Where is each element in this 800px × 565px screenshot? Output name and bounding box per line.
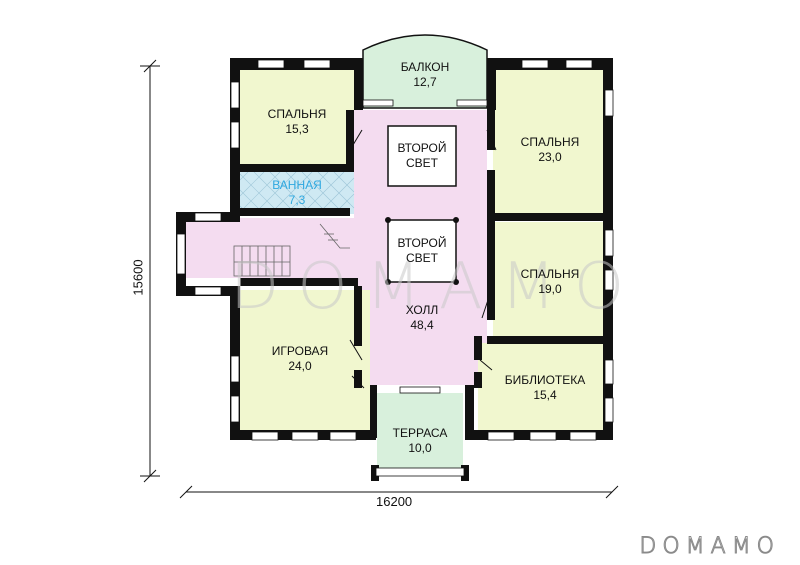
door-swings (330, 129, 540, 389)
room-bedroom-right-mid-area: 19,0 (538, 282, 562, 296)
dimension-width-label: 16200 (376, 494, 413, 509)
room-terrace-name: ТЕРРАСА (392, 426, 448, 440)
second-light-openings (385, 125, 459, 285)
staircase (233, 223, 350, 277)
room-balcony-name: БАЛКОН (400, 60, 450, 74)
room-balcony-area: 12,7 (413, 75, 437, 89)
room-bathroom-name: ВАННАЯ (272, 178, 322, 192)
room-second-light-top: ВТОРОЙ СВЕТ (390, 141, 454, 171)
room-bedroom-right-top-area: 23,0 (538, 150, 562, 164)
bathroom-tiles (239, 171, 355, 215)
room-second-light-mid-line2: СВЕТ (405, 251, 438, 265)
room-bedroom-left-name: СПАЛЬНЯ (267, 107, 327, 121)
room-bedroom-right-top-name: СПАЛЬНЯ (520, 135, 580, 149)
room-bedroom-right-top: СПАЛЬНЯ 23,0 (500, 135, 600, 165)
room-playroom: ИГРОВАЯ 24,0 (250, 344, 350, 374)
room-hall: ХОЛЛ 48,4 (390, 303, 454, 333)
room-hall-name: ХОЛЛ (405, 303, 439, 317)
room-second-light-top-line2: СВЕТ (405, 156, 438, 170)
room-playroom-name: ИГРОВАЯ (271, 344, 329, 358)
room-balcony: БАЛКОН 12,7 (383, 60, 467, 90)
room-second-light-top-line1: ВТОРОЙ (397, 141, 447, 155)
room-bathroom: ВАННАЯ 7,3 (250, 178, 344, 208)
dimension-lines (140, 59, 619, 499)
room-bathroom-area: 7,3 (288, 193, 306, 207)
room-hall-area: 48,4 (410, 318, 434, 332)
room-bedroom-left: СПАЛЬНЯ 15,3 (250, 107, 344, 137)
room-playroom-area: 24,0 (288, 359, 312, 373)
dimension-height-label: 15600 (130, 259, 146, 296)
room-second-light-mid-line1: ВТОРОЙ (397, 236, 447, 250)
room-second-light-mid: ВТОРОЙ СВЕТ (390, 236, 454, 266)
room-library-name: БИБЛИОТЕКА (504, 373, 586, 387)
room-library-area: 15,4 (533, 388, 557, 402)
windows (176, 59, 614, 477)
brand-logo: DOMAMO (639, 534, 780, 560)
room-bedroom-left-area: 15,3 (285, 122, 309, 136)
watermark-text: DOMAMO (230, 250, 643, 324)
room-library: БИБЛИОТЕКА 15,4 (490, 373, 600, 403)
room-terrace: ТЕРРАСА 10,0 (380, 426, 460, 456)
room-bedroom-right-mid-name: СПАЛЬНЯ (520, 267, 580, 281)
room-terrace-area: 10,0 (408, 441, 432, 455)
room-bedroom-right-mid: СПАЛЬНЯ 19,0 (500, 267, 600, 297)
